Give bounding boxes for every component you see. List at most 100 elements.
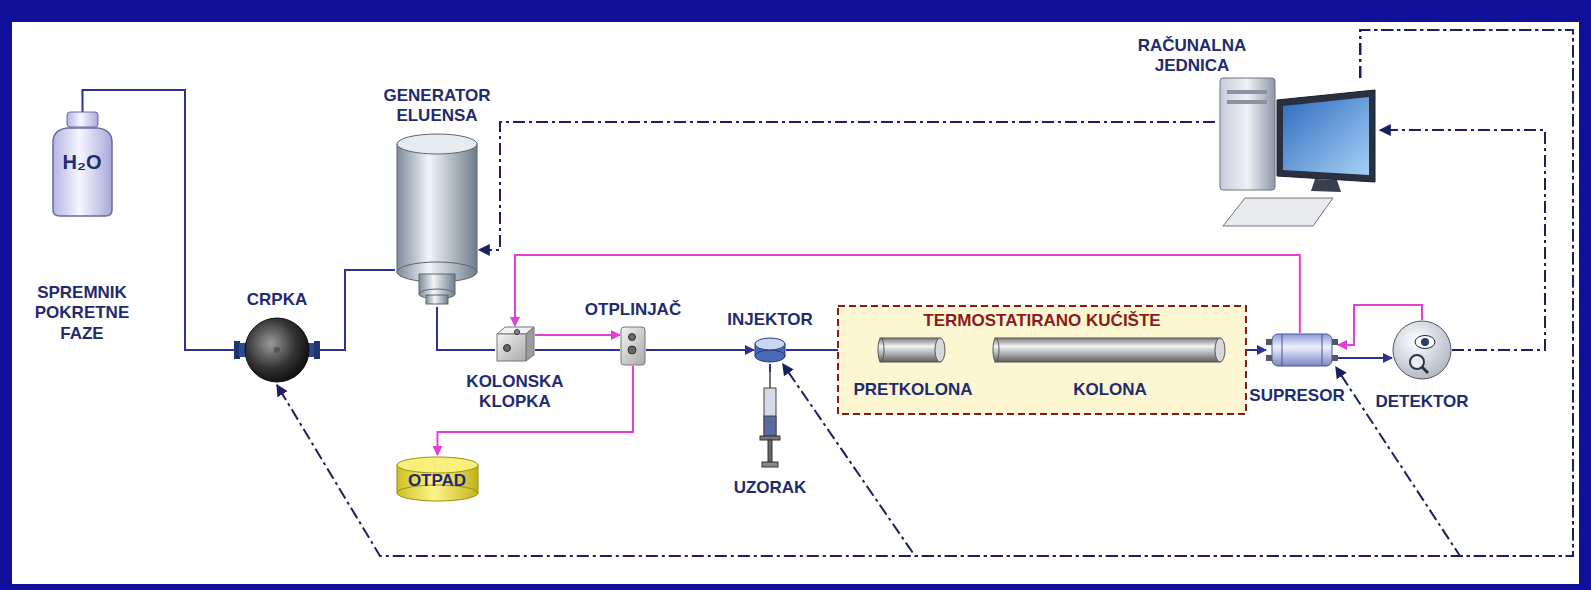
computer-unit: RAČUNALNA JEDNICA — [1215, 78, 1380, 228]
control-line — [479, 122, 1215, 250]
eluent-generator: GENERATOR ELUENSA — [395, 132, 479, 307]
flow-line — [769, 364, 771, 372]
computer-unit-shape-part — [1223, 198, 1333, 226]
guard-column-shape — [880, 337, 945, 363]
eluent-generator-shape-part — [397, 144, 477, 272]
eluent-generator-shape-part — [397, 134, 477, 154]
column-trap-shape-part — [515, 330, 520, 335]
detector-shape-part — [1410, 355, 1424, 369]
column-trap-shape-part — [526, 327, 534, 361]
part-label: OTPAD — [408, 471, 466, 491]
sample-syringe-shape-part — [764, 416, 776, 436]
control-line — [277, 30, 1573, 556]
part-label: PRETKOLONA — [854, 380, 973, 400]
part-label: CRPKA — [247, 290, 307, 310]
column-shape-part — [993, 338, 999, 362]
sample-syringe-shape-part — [768, 440, 772, 462]
guard-column-shape-part — [878, 338, 884, 362]
waste-container: OTPAD — [395, 455, 480, 503]
control-line — [1380, 130, 1545, 350]
column-trap: KOLONSKA KLOPKA — [495, 326, 535, 362]
formula-label: H₂O — [63, 150, 102, 174]
sample-syringe-shape-part — [762, 462, 778, 467]
eluent-generator-shape — [395, 132, 479, 307]
suppressor: SUPRESOR — [1266, 333, 1338, 367]
part-label: SPREMNIK POKRETNE FAZE — [27, 283, 137, 344]
part-label: INJEKTOR — [727, 310, 813, 330]
column-shape — [995, 337, 1225, 363]
part-label: GENERATOR ELUENSA — [372, 86, 502, 127]
suppressor-shape-part — [1282, 334, 1283, 366]
computer-unit-shape-part — [1227, 100, 1267, 104]
sample-syringe: UZORAK — [759, 372, 781, 472]
part-label: KOLONSKA KLOPKA — [465, 372, 565, 413]
detector-shape-part — [1393, 321, 1451, 379]
injector-shape-part — [755, 350, 785, 362]
column-trap-shape — [495, 326, 535, 362]
injector: INJEKTOR — [754, 336, 786, 364]
detector-shape — [1392, 320, 1452, 380]
degasser-shape-part — [629, 334, 636, 341]
part-label: RAČUNALNA JEDNICA — [1132, 36, 1252, 77]
thermostated-housing: PRETKOLONA KOLONA TERMOSTATIRANO KUĆIŠTE — [837, 305, 1247, 415]
injector-shape — [754, 336, 786, 364]
computer-unit-shape-part — [1220, 78, 1275, 190]
computer-unit-shape-part — [1277, 90, 1375, 182]
pump: CRPKA — [234, 315, 320, 385]
suppressor-shape-part — [1322, 334, 1323, 366]
suppressor-shape-part — [1272, 334, 1332, 366]
degasser-shape — [620, 326, 646, 366]
return-line — [438, 366, 634, 455]
detector: DETEKTOR — [1392, 320, 1452, 380]
sample-syringe-shape-part — [760, 436, 780, 440]
flow-line — [646, 349, 754, 351]
detector-shape-part — [1415, 336, 1435, 349]
part-label: KOLONA — [1073, 380, 1147, 400]
flow-line — [535, 349, 620, 351]
computer-unit-shape-part — [1227, 90, 1267, 94]
flow-line — [1338, 357, 1392, 359]
column-trap-shape-part — [497, 334, 526, 361]
waste-container-shape-part — [397, 457, 478, 473]
pump-shape — [234, 315, 320, 385]
part-label: TERMOSTATIRANO KUĆIŠTE — [923, 311, 1160, 331]
detector-shape-part — [1422, 367, 1428, 373]
mobile-phase-reservoir-shape-part — [53, 128, 112, 216]
part-label: SUPRESOR — [1249, 386, 1344, 406]
guard-column-shape-part — [880, 338, 940, 362]
sample-syringe-shape-part — [764, 388, 776, 436]
pump-shape-part — [274, 347, 280, 353]
column-shape-part — [995, 338, 1220, 362]
column-shape-part — [1215, 338, 1225, 362]
degasser: OTPLINJAČ — [620, 326, 646, 366]
injector-shape-part — [755, 338, 785, 350]
return-line — [535, 334, 620, 336]
sample-syringe-shape — [759, 372, 781, 472]
column-trap-shape-part — [504, 345, 511, 352]
computer-unit-shape-part — [1283, 97, 1369, 175]
pump-shape-part — [245, 318, 309, 382]
control-line — [783, 30, 1573, 556]
part-label: DETEKTOR — [1375, 392, 1468, 412]
suppressor-shape — [1266, 333, 1338, 367]
computer-unit-shape — [1215, 78, 1380, 228]
detector-shape-part — [1421, 338, 1429, 346]
thermostated-housing-shape-part — [838, 306, 1246, 414]
mobile-phase-reservoir-shape-part — [67, 112, 98, 127]
flow-line — [320, 270, 395, 350]
column: KOLONA — [995, 337, 1225, 363]
computer-unit-shape-part — [1311, 179, 1341, 192]
sample-syringe-shape-part — [769, 372, 771, 388]
degasser-shape-part — [628, 346, 636, 354]
flow-line — [437, 307, 495, 350]
part-label: UZORAK — [734, 478, 807, 498]
part-label: OTPLINJAČ — [585, 300, 681, 320]
mobile-phase-reservoir: H₂OSPREMNIK POKRETNE FAZE — [45, 112, 120, 217]
pump-shape-part — [314, 341, 320, 359]
guard-column-shape-part — [935, 338, 945, 362]
eluent-generator-shape-part — [426, 295, 448, 304]
guard-column: PRETKOLONA — [880, 337, 945, 363]
degasser-shape-part — [621, 327, 645, 365]
